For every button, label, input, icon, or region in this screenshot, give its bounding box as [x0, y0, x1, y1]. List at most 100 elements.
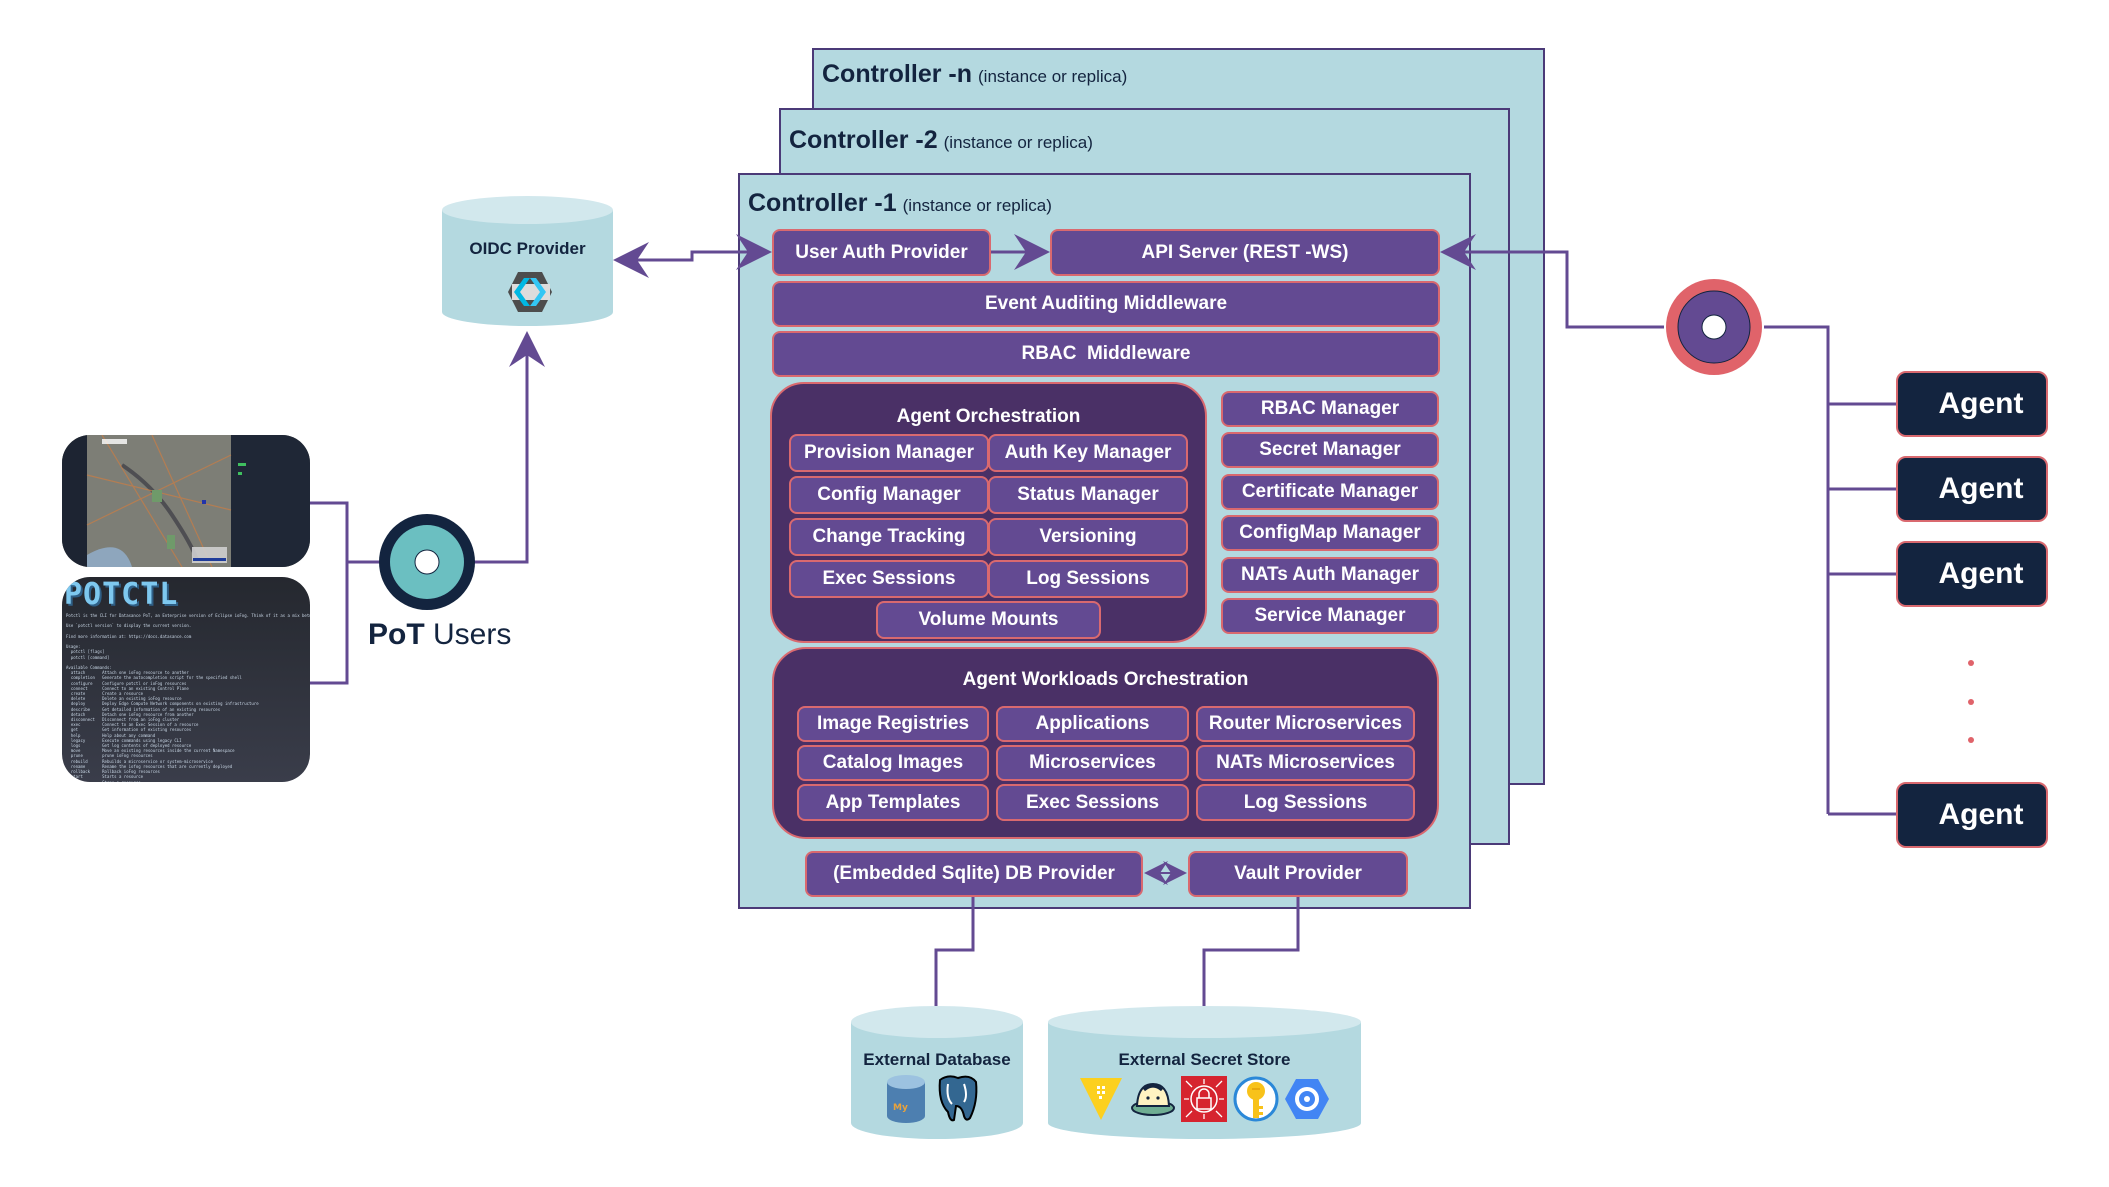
nats-auth-manager-label: NATs Auth Manager [1240, 564, 1420, 585]
event-auditing-middleware[interactable]: Event Auditing Middleware [772, 281, 1440, 327]
aws-secrets-manager-icon [1181, 1076, 1227, 1122]
status-manager[interactable]: Status Manager [988, 476, 1188, 514]
controller-2-title: Controller -2(instance or replica) [789, 126, 1093, 154]
terminal-output: Potctl is the CLI for Datasance PoT, an … [66, 613, 310, 782]
applications[interactable]: Applications [996, 706, 1189, 742]
hashicorp-vault-icon [1080, 1078, 1122, 1120]
agent-workloads-title: Agent Workloads Orchestration [962, 669, 1249, 690]
potctl-terminal-screenshot[interactable]: POTCTL Potctl is the CLI for Datasance P… [62, 577, 310, 782]
rbac-manager[interactable]: RBAC Manager [1221, 391, 1439, 427]
log-sessions-workloads-label: Log Sessions [1243, 791, 1368, 813]
change-tracking[interactable]: Change Tracking [789, 518, 989, 556]
log-sessions-agent[interactable]: Log Sessions [988, 560, 1188, 598]
change-tracking-label: Change Tracking [812, 526, 966, 547]
catalog-images[interactable]: Catalog Images [797, 745, 989, 781]
ellipsis-dot [1968, 699, 1974, 705]
potctl-logo: POTCTL [64, 577, 179, 612]
connector-users-to-oidc [474, 331, 545, 564]
api-server-label: API Server (REST -WS) [1141, 241, 1349, 263]
oidc-cylinder-shape [442, 196, 613, 326]
event-auditing-label: Event Auditing Middleware [984, 293, 1228, 314]
configmap-manager[interactable]: ConfigMap Manager [1221, 515, 1439, 551]
azure-key-vault-icon [1233, 1076, 1279, 1122]
log-sessions-label: Log Sessions [1026, 568, 1150, 589]
image-registries[interactable]: Image Registries [797, 706, 989, 742]
status-manager-label: Status Manager [1017, 484, 1159, 505]
agent-3[interactable]: Agent [1896, 541, 2048, 607]
applications-label: Applications [1035, 713, 1150, 734]
agent-label: Agent [1938, 472, 2024, 505]
nats-microservices[interactable]: NATs Microservices [1196, 745, 1415, 781]
user-auth-provider[interactable]: User Auth Provider [772, 229, 991, 276]
oidc-provider-label: OIDC Provider [469, 239, 586, 258]
catalog-images-label: Catalog Images [822, 752, 964, 773]
service-manager[interactable]: Service Manager [1221, 598, 1439, 634]
certificate-manager[interactable]: Certificate Manager [1221, 474, 1439, 510]
secret-manager[interactable]: Secret Manager [1221, 432, 1439, 468]
conjur-icon [1131, 1082, 1175, 1116]
agent-label: Agent [1938, 798, 2024, 831]
config-manager-label: Config Manager [817, 484, 961, 505]
users-label: Users [424, 618, 512, 651]
gateway-router-icon[interactable] [1664, 277, 1764, 377]
ellipsis-dot [1968, 660, 1974, 666]
map-thumbnail [62, 435, 310, 567]
agent-2[interactable]: Agent [1896, 456, 2048, 522]
exec-sessions-workloads[interactable]: Exec Sessions [996, 784, 1189, 821]
exec-sessions-workloads-label: Exec Sessions [1025, 791, 1160, 813]
controller-n-title: Controller -n(instance or replica) [822, 60, 1128, 88]
configmap-manager-label: ConfigMap Manager [1239, 522, 1421, 543]
agent-label: Agent [1938, 557, 2024, 590]
controller-1-title: Controller -1(instance or replica) [748, 189, 1052, 217]
versioning[interactable]: Versioning [988, 518, 1188, 556]
google-secret-manager-icon [1285, 1079, 1329, 1119]
secret-manager-label: Secret Manager [1259, 439, 1401, 460]
nats-auth-manager[interactable]: NATs Auth Manager [1221, 557, 1439, 593]
rbac-middleware[interactable]: RBAC Middleware [772, 331, 1440, 377]
provision-manager-label: Provision Manager [804, 442, 974, 463]
rbac-manager-label: RBAC Manager [1260, 398, 1400, 419]
external-database[interactable]: External Database My [850, 1006, 1024, 1139]
auth-key-manager[interactable]: Auth Key Manager [988, 434, 1188, 472]
agent-orchestration-title: Agent Orchestration [896, 406, 1081, 427]
exec-sessions-label: Exec Sessions [822, 568, 956, 589]
pot-users-icon[interactable] [377, 512, 477, 612]
external-database-label: External Database [863, 1050, 1011, 1069]
db-provider[interactable]: (Embedded Sqlite) DB Provider [805, 851, 1143, 897]
mysql-icon: My [887, 1075, 925, 1123]
certificate-manager-label: Certificate Manager [1241, 481, 1419, 502]
exec-sessions-agent[interactable]: Exec Sessions [789, 560, 989, 598]
nats-microservices-label: NATs Microservices [1216, 752, 1395, 773]
provision-manager[interactable]: Provision Manager [789, 434, 989, 472]
pot-label-bold: PoT [368, 618, 425, 651]
volume-mounts-label: Volume Mounts [918, 609, 1059, 630]
config-manager[interactable]: Config Manager [789, 476, 989, 514]
microservices-label: Microservices [1029, 752, 1156, 773]
router-microservices-label: Router Microservices [1208, 713, 1403, 734]
keycloak-icon [508, 272, 552, 312]
app-templates[interactable]: App Templates [797, 784, 989, 821]
agent-label: Agent [1938, 387, 2024, 420]
vault-provider-label: Vault Provider [1234, 863, 1362, 884]
external-secret-store[interactable]: External Secret Store [1047, 1006, 1362, 1139]
user-auth-provider-label: User Auth Provider [795, 241, 968, 263]
versioning-label: Versioning [1039, 526, 1137, 547]
oidc-provider[interactable]: OIDC Provider [441, 196, 614, 327]
image-registries-label: Image Registries [816, 713, 970, 734]
postgresql-icon [938, 1075, 978, 1122]
dashboard-screenshot[interactable] [62, 435, 310, 567]
log-sessions-workloads[interactable]: Log Sessions [1196, 784, 1415, 821]
microservices[interactable]: Microservices [996, 745, 1189, 781]
agent-n[interactable]: Agent [1896, 782, 2048, 848]
vault-provider[interactable]: Vault Provider [1188, 851, 1408, 897]
connector-dashboard-to-users [309, 501, 380, 564]
agent-1[interactable]: Agent [1896, 371, 2048, 437]
db-provider-label: (Embedded Sqlite) DB Provider [833, 863, 1115, 884]
pot-users-label: PoT Users [368, 618, 511, 652]
service-manager-label: Service Manager [1254, 605, 1406, 626]
volume-mounts[interactable]: Volume Mounts [876, 601, 1101, 639]
api-server[interactable]: API Server (REST -WS) [1050, 229, 1440, 276]
connector-terminal-to-users [309, 562, 349, 685]
router-microservices[interactable]: Router Microservices [1196, 706, 1415, 742]
